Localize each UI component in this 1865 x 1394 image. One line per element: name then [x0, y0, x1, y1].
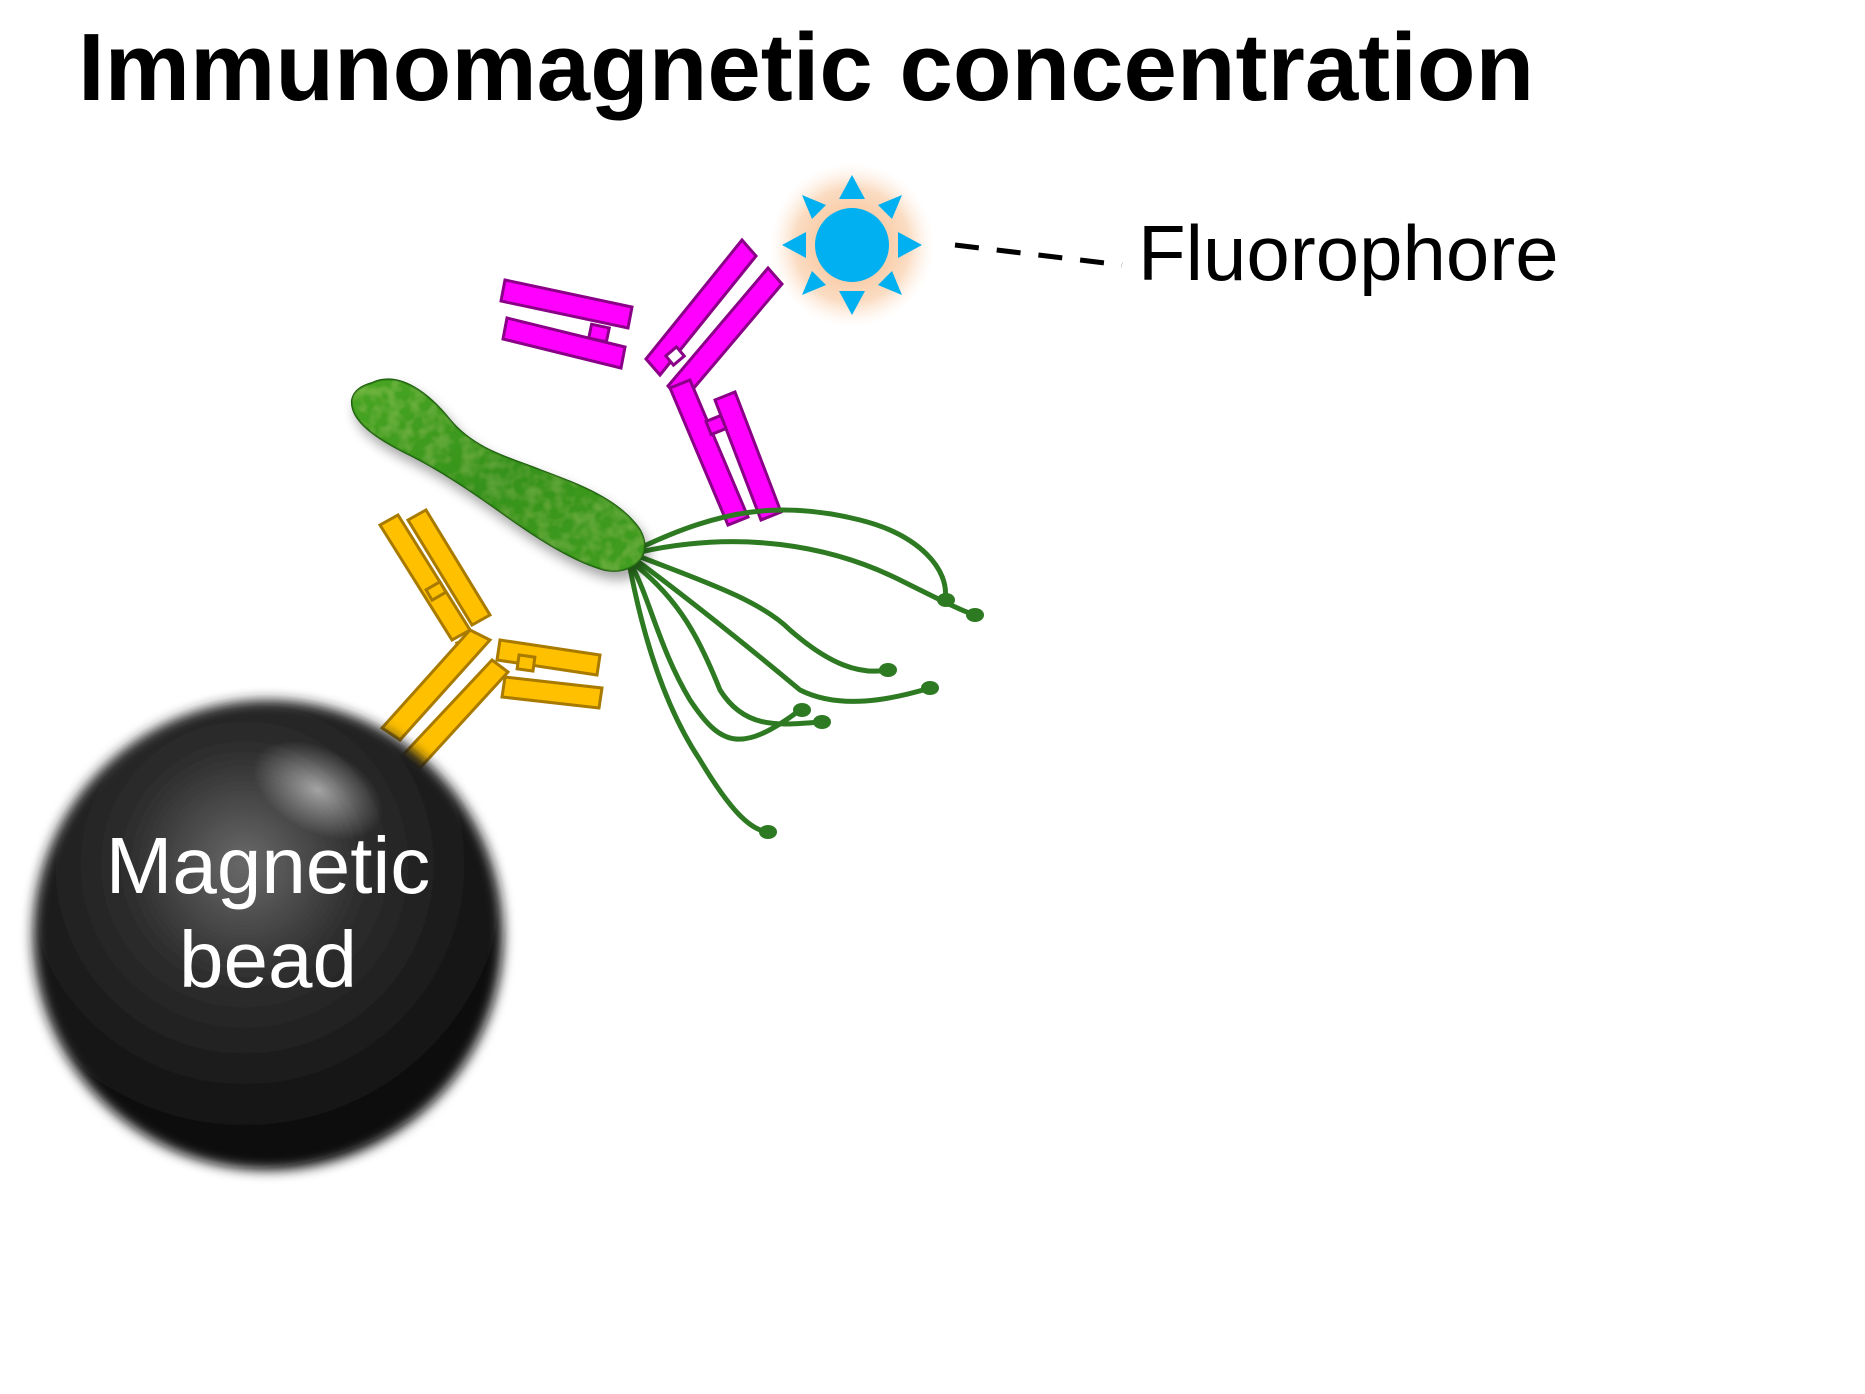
sphere-icon [33, 700, 503, 1170]
detection-antibody-icon [499, 237, 784, 527]
fluorophore-leader-line [954, 242, 1123, 268]
diagram-title: Immunomagnetic concentration [78, 14, 1534, 121]
magnetic-bead-label-line2: bead [179, 915, 357, 1004]
bacterium-texture [351, 379, 645, 571]
capture-antibody-icon [377, 507, 604, 770]
flagella [627, 507, 978, 835]
sun-icon [770, 163, 934, 327]
flagella-tips [759, 593, 984, 839]
fluorophore-label: Fluorophore [1138, 209, 1559, 297]
magnetic-bead-label-line1: Magnetic [106, 821, 431, 910]
